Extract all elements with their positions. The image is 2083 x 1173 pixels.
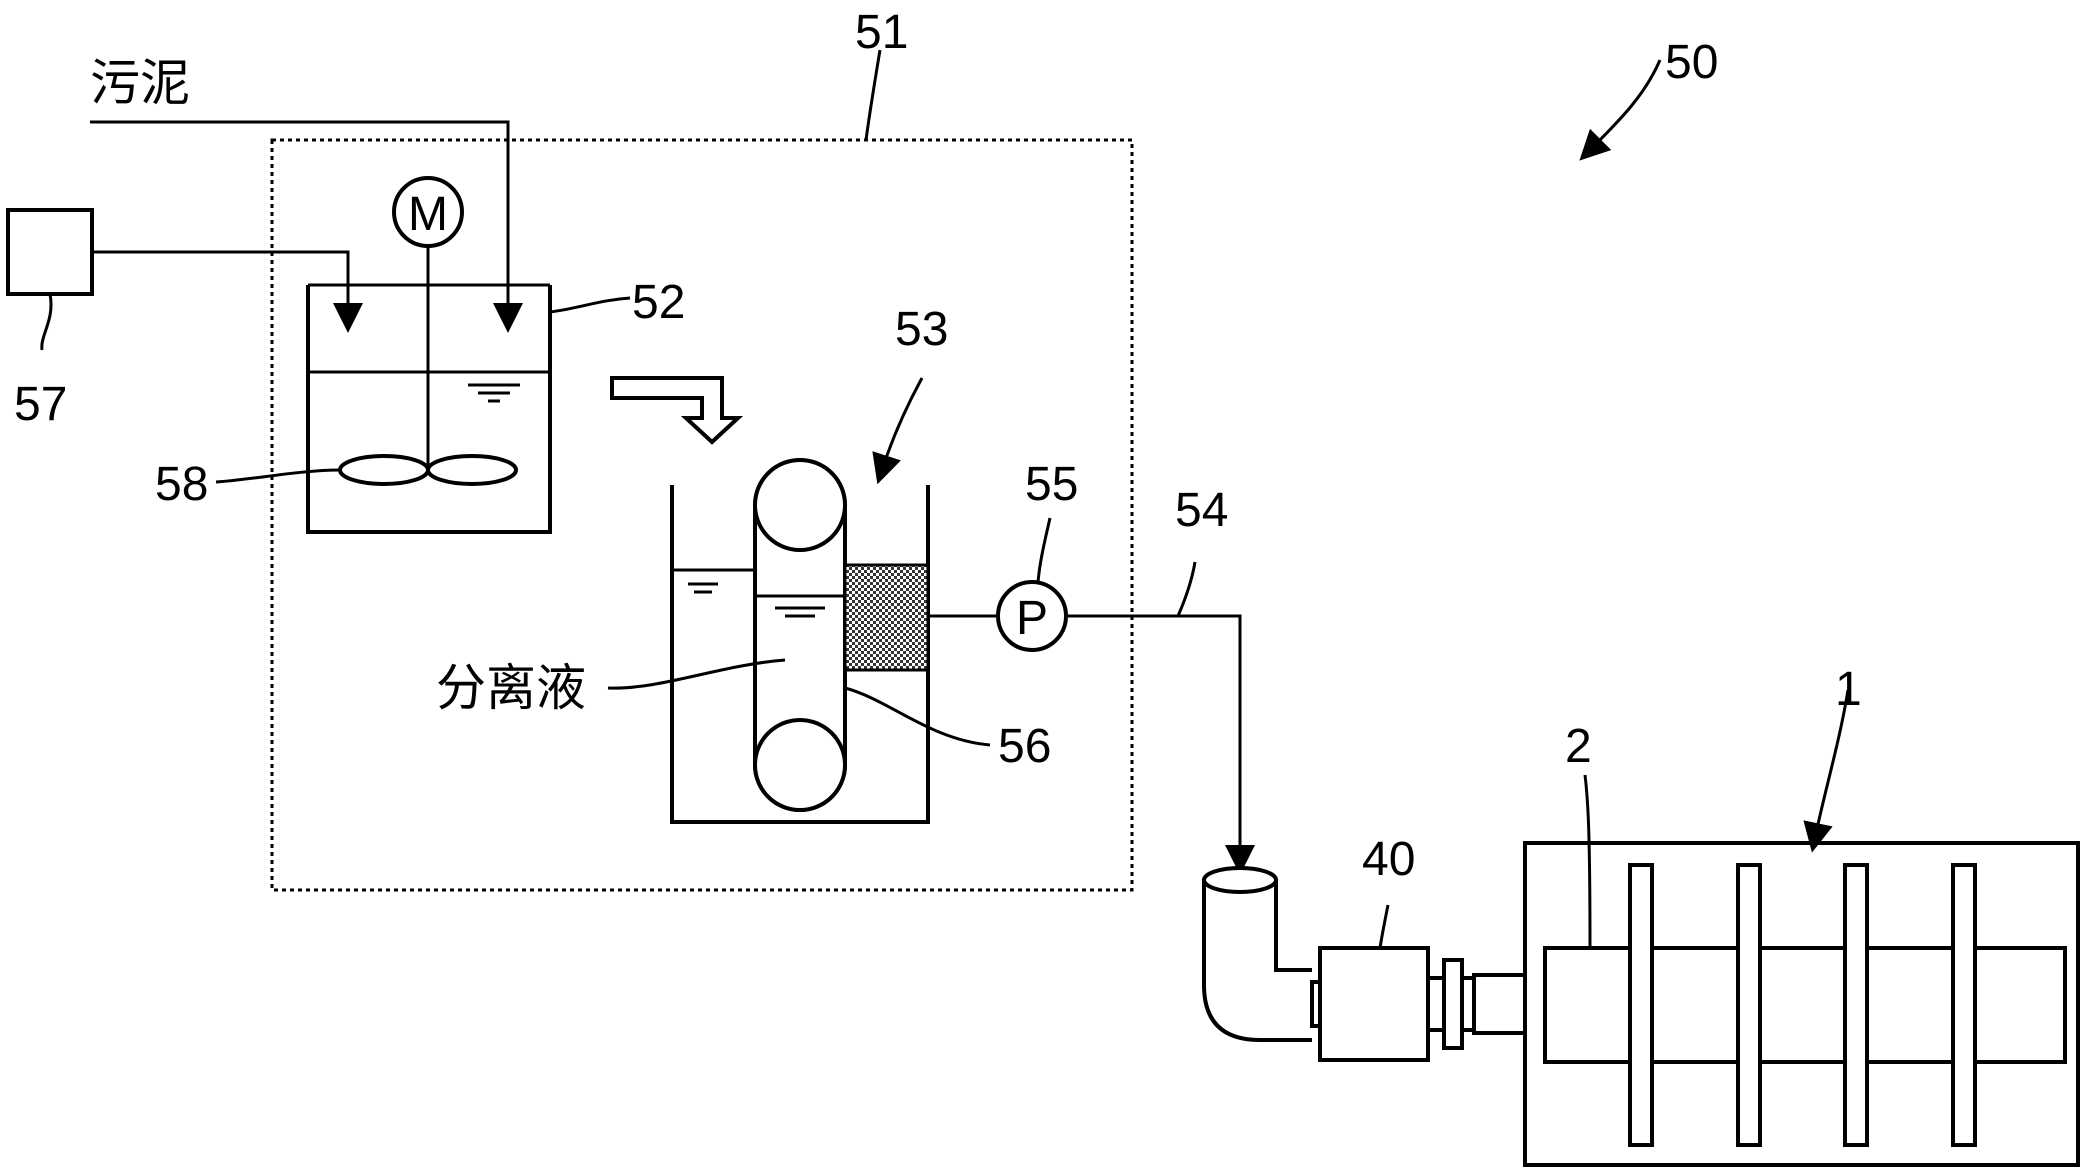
label-58: 58 — [155, 458, 208, 511]
separated-liquid-label: 分离液 — [436, 659, 586, 717]
leader-53 — [872, 377, 924, 485]
leader-52 — [549, 296, 631, 314]
rotor-disc-3 — [1843, 863, 1869, 1147]
rotor-disc-4 — [1951, 863, 1977, 1147]
leader-2 — [1583, 774, 1592, 951]
label-51: 51 — [855, 6, 908, 59]
label-55: 55 — [1025, 458, 1078, 511]
label-57: 57 — [14, 378, 67, 431]
chemical-feed-line — [92, 250, 363, 333]
leader-51 — [864, 49, 882, 141]
leader-54 — [1176, 561, 1197, 617]
motor-symbol: M — [408, 188, 448, 241]
rotor-disc-1 — [1628, 863, 1654, 1147]
agitator-motor: M — [392, 176, 464, 470]
label-1: 1 — [1835, 663, 1862, 716]
label-52: 52 — [632, 276, 685, 329]
leader-separated-liquid — [607, 658, 786, 690]
label-50: 50 — [1665, 36, 1718, 89]
separated-liquid-pipe — [1066, 614, 1255, 875]
leader-1 — [1803, 689, 1850, 853]
coupling-left — [1426, 976, 1446, 1032]
treatment-unit-enclosure — [270, 138, 1134, 892]
sludge-label: 污泥 — [90, 54, 190, 112]
transfer-arrow — [610, 376, 744, 445]
label-2: 2 — [1565, 720, 1592, 773]
leader-40 — [1378, 904, 1390, 949]
leader-55 — [1036, 517, 1052, 583]
leader-56 — [844, 686, 991, 747]
chemical-feeder-box — [6, 208, 94, 296]
rotor-2 — [1543, 946, 2067, 1064]
leader-57 — [40, 293, 53, 351]
pump: P — [996, 580, 1068, 652]
belt-separator — [753, 458, 847, 812]
rotor-disc-2 — [1736, 863, 1762, 1147]
label-53: 53 — [895, 303, 948, 356]
leader-58 — [215, 468, 341, 484]
device-40-box — [1318, 946, 1430, 1062]
label-56: 56 — [998, 720, 1051, 773]
filter-medium — [843, 563, 930, 672]
label-54: 54 — [1175, 484, 1228, 537]
coupling-flange — [1442, 958, 1464, 1050]
leader-50 — [1579, 59, 1662, 161]
label-40: 40 — [1362, 833, 1415, 886]
sludge-feed-line — [90, 120, 523, 333]
elbow-pipe — [1202, 866, 1312, 1042]
pump-symbol: P — [1016, 592, 1048, 645]
